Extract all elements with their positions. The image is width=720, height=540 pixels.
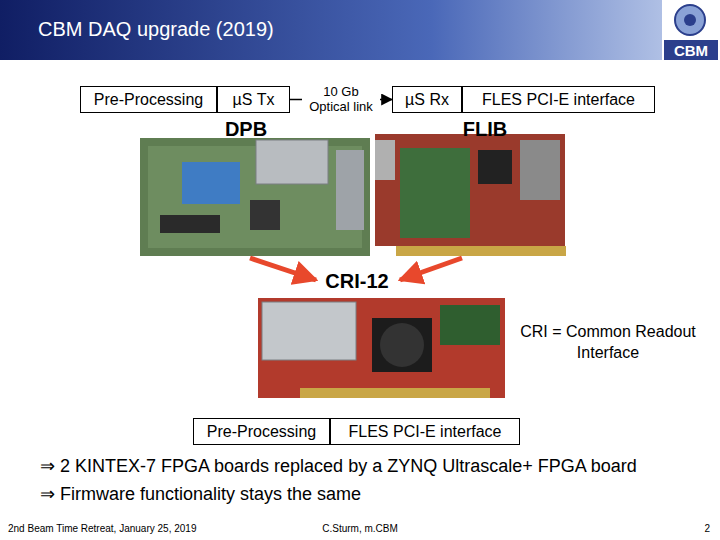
board-name: DPB xyxy=(206,116,286,142)
function-box: µS Tx xyxy=(217,86,290,113)
function-box: Pre-Processing xyxy=(80,86,217,113)
merge-arrow xyxy=(250,258,316,280)
header-band xyxy=(0,0,720,60)
footer-text: 2nd Beam Time Retreat, January 25, 2019 xyxy=(8,522,268,535)
board-name: FLIB xyxy=(440,116,530,142)
board-name: CRI-12 xyxy=(312,268,402,294)
function-box: FLES PCI-E interface xyxy=(330,418,520,445)
cbm-logo xyxy=(662,0,720,62)
box-label: Pre-Processing xyxy=(207,423,316,441)
bullet-point: ⇒ 2 KINTEX-7 FPGA boards replaced by a Z… xyxy=(40,455,710,478)
footer-text: C.Sturm, m.CBM xyxy=(300,522,420,535)
bullet-point: ⇒ Firmware functionality stays the same xyxy=(40,483,710,506)
box-label: Pre-Processing xyxy=(94,91,203,109)
page-number: 2 xyxy=(660,522,710,535)
function-box: FLES PCI-E interface xyxy=(462,86,655,113)
function-box: µS Rx xyxy=(392,86,462,113)
box-label: µS Tx xyxy=(233,91,275,109)
dpb-board-photo xyxy=(140,138,370,256)
flib-board-photo xyxy=(375,134,566,256)
slide-title: CBM DAQ upgrade (2019) xyxy=(38,18,274,41)
box-label: FLES PCI-E interface xyxy=(349,423,502,441)
box-label: FLES PCI-E interface xyxy=(482,91,635,109)
function-box: Pre-Processing xyxy=(193,418,330,445)
merge-arrow xyxy=(400,258,462,280)
cri-board-photo xyxy=(258,298,505,398)
box-label: µS Rx xyxy=(405,91,449,109)
link-label: 10 Gb Optical link xyxy=(302,85,380,115)
logo-text: CBM xyxy=(664,41,718,61)
note-text: CRI = Common Readout Interface xyxy=(506,322,710,364)
